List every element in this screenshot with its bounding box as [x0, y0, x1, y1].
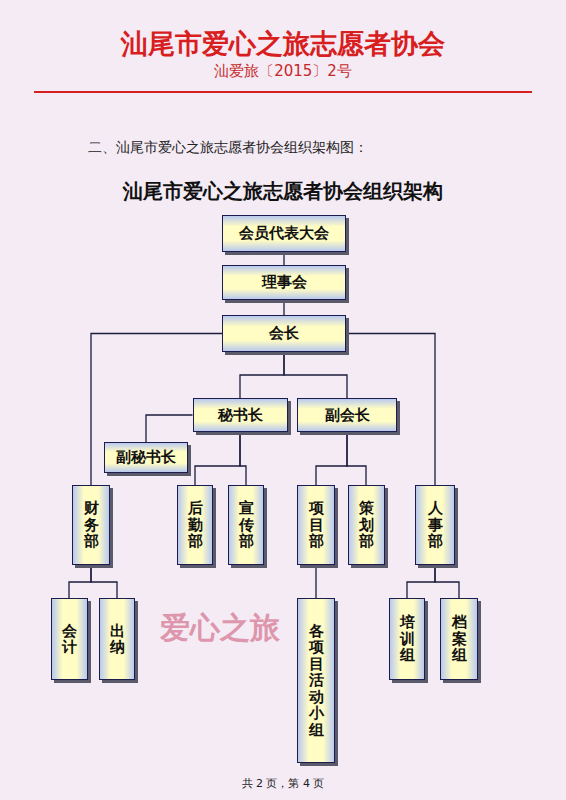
department-box: 宣传部: [228, 485, 264, 565]
office-box: 会长: [222, 315, 346, 352]
department-box: 出纳: [99, 598, 135, 680]
department-box: 策划部: [348, 485, 385, 565]
org-connector: [435, 565, 459, 598]
box-label: 会计: [62, 623, 77, 656]
org-connector: [240, 432, 246, 485]
office-box: 秘书长: [193, 398, 288, 432]
chart-title: 汕尾市爱心之旅志愿者协会组织架构: [123, 178, 443, 205]
org-connector: [316, 432, 347, 485]
department-box: 人事部: [415, 485, 455, 565]
office-box: 会员代表大会: [222, 215, 346, 252]
header-rule: [34, 91, 532, 93]
org-connector: [91, 565, 117, 598]
box-label: 后勤部: [188, 500, 203, 550]
box-label: 培训组: [400, 614, 415, 664]
box-label: 会长: [269, 324, 299, 343]
org-connector: [407, 565, 435, 598]
org-connector: [283, 300, 284, 315]
section-heading: 二、汕尾市爱心之旅志愿者协会组织架构图：: [88, 139, 368, 157]
office-box: 理事会: [222, 265, 346, 300]
department-box: 档案组: [440, 598, 478, 680]
department-box: 财务部: [72, 485, 110, 565]
box-label: 理事会: [262, 273, 307, 292]
box-label: 副秘书长: [116, 448, 176, 467]
box-label: 出纳: [110, 623, 125, 656]
department-box: 各项目活动小组: [297, 598, 335, 763]
box-label: 宣传部: [239, 500, 254, 550]
box-label: 副会长: [325, 406, 370, 425]
org-connector: [240, 352, 284, 398]
page-footer: 共 2 页，第 4 页: [242, 776, 325, 791]
document-number: 汕爱旅〔2015〕2号: [214, 62, 352, 81]
org-connector: [146, 415, 193, 442]
org-connector: [315, 565, 316, 598]
org-connector: [347, 432, 366, 485]
department-box: 会计: [51, 598, 88, 680]
org-connector: [284, 352, 347, 398]
department-box: 培训组: [389, 598, 425, 680]
box-label: 人事部: [428, 500, 443, 550]
box-label: 各项目活动小组: [309, 623, 324, 739]
department-box: 后勤部: [177, 485, 213, 565]
org-connector: [69, 565, 91, 598]
box-label: 秘书长: [218, 406, 263, 425]
box-label: 会员代表大会: [239, 224, 329, 243]
box-label: 项目部: [309, 500, 324, 550]
office-box: 副会长: [297, 398, 397, 432]
org-connector: [195, 432, 240, 485]
letterhead: 汕尾市爱心之旅志愿者协会: [121, 26, 445, 62]
watermark: 爱心之旅: [160, 608, 280, 649]
box-label: 档案组: [452, 614, 467, 664]
org-connector: [283, 252, 284, 265]
office-box: 副秘书长: [104, 442, 188, 473]
box-label: 财务部: [84, 500, 99, 550]
box-label: 策划部: [359, 500, 374, 550]
department-box: 项目部: [297, 485, 335, 565]
